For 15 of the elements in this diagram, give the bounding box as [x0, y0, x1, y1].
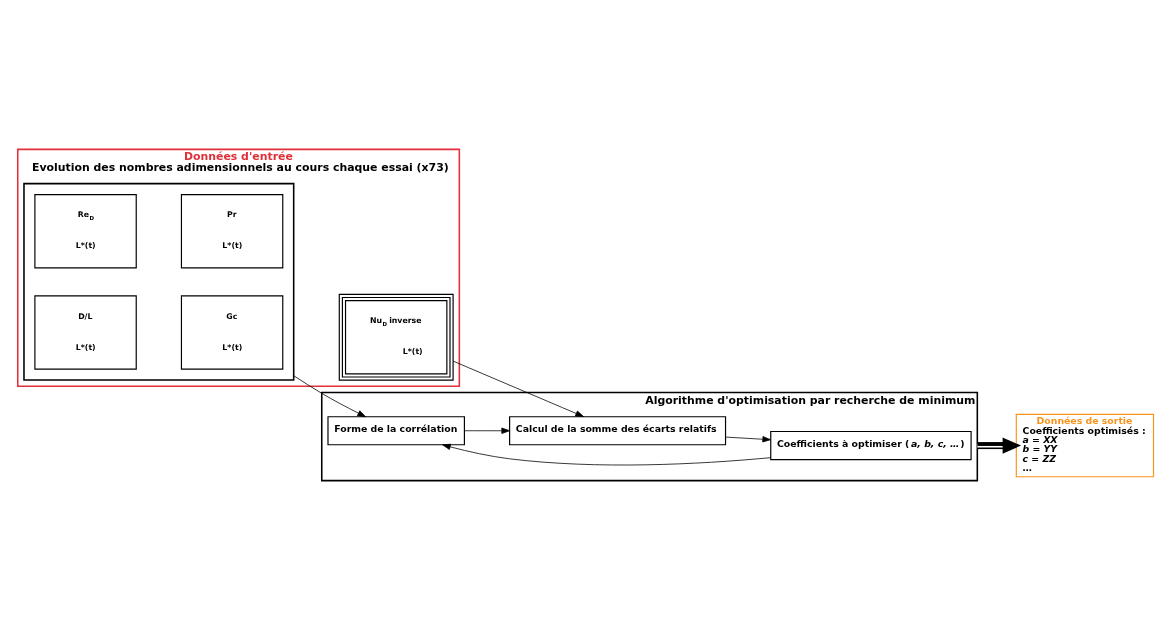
node-box: Calcul de la somme des écarts relatifs	[509, 416, 727, 446]
arrow	[464, 427, 510, 434]
node-box: Gc L*(t)	[180, 295, 284, 370]
arrow	[293, 375, 366, 418]
cluster	[23, 182, 295, 381]
node-box: Coefficients à optimiser (a, b, c, …)	[770, 430, 972, 461]
arrow	[725, 436, 771, 443]
node-box: Données de sortie Coefficients optimisés : a = XX b = YY c = ZZ …	[1015, 413, 1155, 478]
arrow	[977, 437, 1022, 454]
node-box: Pr L*(t)	[180, 194, 284, 269]
node-box: Forme de la corrélation	[327, 416, 465, 446]
node-box: D/L L*(t)	[34, 295, 137, 370]
arrow	[452, 360, 584, 417]
node-box: Re$_{D}$ L*(t)	[34, 194, 137, 269]
arrow	[442, 443, 772, 466]
